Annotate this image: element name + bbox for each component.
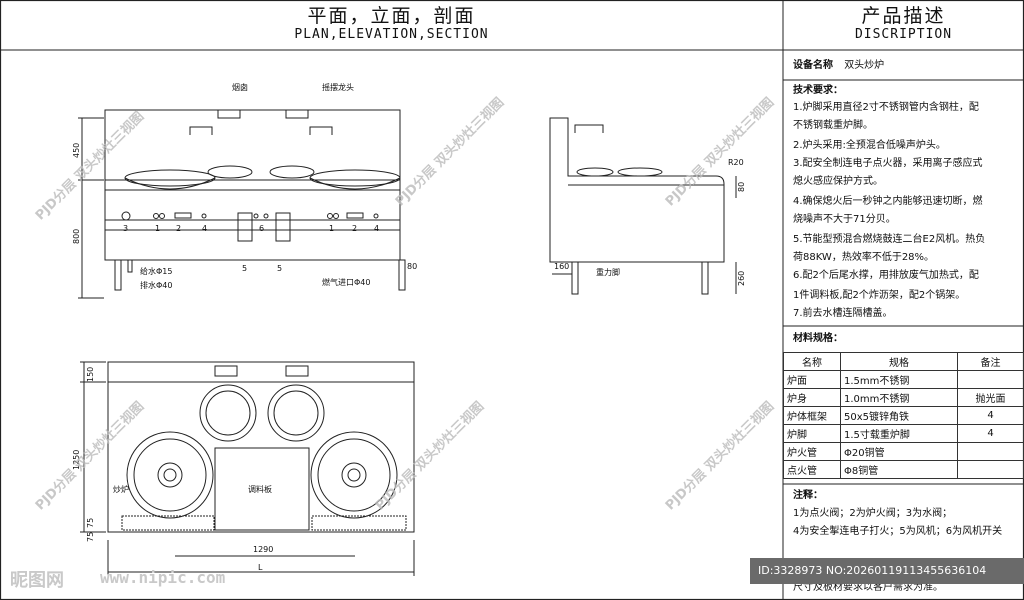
table-cell: 1.5mm不锈钢 <box>840 370 958 389</box>
tech-title: 技术要求： <box>793 85 843 96</box>
dim-450: 450 <box>72 142 81 158</box>
tech-line: 6.配2个后尾水撑，用排放废气加热式，配 <box>793 270 979 281</box>
table-cell: 4 <box>957 424 1024 443</box>
tech-line: 7.前去水槽连隔槽盖。 <box>793 308 893 319</box>
table-cell: 1.0mm不锈钢 <box>840 388 958 407</box>
dim-1290: 1290 <box>253 545 274 554</box>
tech-line: 3.配安全制连电子点火器，采用离子感应式 <box>793 158 983 169</box>
knob-number: 2 <box>176 224 182 233</box>
knob-number: 3 <box>123 224 129 233</box>
device-label: 设备名称 <box>793 60 833 71</box>
site-url: www.nipic.com <box>100 568 226 587</box>
fan-number: 5 <box>277 264 283 273</box>
description-header: 产品描述 DISCRIPTION <box>783 5 1024 43</box>
heavy-foot-label: 重力脚 <box>596 268 620 277</box>
table-cell: 1.5寸载重炉脚 <box>840 424 958 443</box>
table-cell: 炉脚 <box>783 424 841 443</box>
tech-line: 烧噪声不大于71分贝。 <box>793 214 896 225</box>
dim-160: 160 <box>554 262 570 271</box>
knob-number: 2 <box>352 224 358 233</box>
table-cell <box>957 442 1024 461</box>
dim-80-side: 80 <box>737 181 746 192</box>
device-name: 双头炒炉 <box>844 60 885 71</box>
table-cell: 4 <box>957 406 1024 425</box>
tray-label: 调料板 <box>248 485 272 494</box>
table-cell: 炉身 <box>783 388 841 407</box>
dim-75: 75 <box>86 517 95 528</box>
table-cell: 炉面 <box>783 370 841 389</box>
fan-number: 5 <box>242 264 248 273</box>
knob-number: 4 <box>374 224 380 233</box>
dim-260: 260 <box>737 270 746 286</box>
notes-title: 注释： <box>793 490 823 501</box>
knob-number: 6 <box>259 224 265 233</box>
table-cell: Φ20铜管 <box>840 442 958 461</box>
table-cell: 炉体框架 <box>783 406 841 425</box>
dim-80-front: 80 <box>407 262 418 271</box>
wok-label: 炒炉 <box>113 485 129 494</box>
dim-800: 800 <box>72 228 81 244</box>
site-logo: 昵图网 <box>10 570 64 591</box>
table-cell: 点火管 <box>783 460 841 479</box>
table-row: 炉身 1.0mm不锈钢 抛光面 <box>783 388 1024 407</box>
knob-number: 1 <box>155 224 161 233</box>
tech-line: 荷88KW，热效率不低于28%。 <box>793 252 935 263</box>
water-out-label: 排水Φ40 <box>140 281 173 290</box>
tech-line: 1.炉脚采用直径2寸不锈钢管内含钢柱，配 <box>793 102 979 113</box>
table-row: 炉火管 Φ20铜管 <box>783 442 1024 461</box>
table-cell: Φ8铜管 <box>840 460 958 479</box>
table-row: 炉面 1.5mm不锈钢 <box>783 370 1024 389</box>
table-cell <box>957 370 1024 389</box>
tech-line: 1件调料板,配2个炸沥架，配2个锅架。 <box>793 290 966 301</box>
table-cell <box>957 460 1024 479</box>
tech-line: 5.节能型预混合燃烧鼓连二台E2风机。热负 <box>793 234 986 245</box>
device-row: 设备名称 双头炒炉 <box>793 58 884 74</box>
faucet-label: 摇摆龙头 <box>322 83 354 92</box>
plan-header-en: PLAN,ELEVATION,SECTION <box>294 27 489 42</box>
chimney-label: 烟囱 <box>232 83 248 92</box>
table-row: 炉脚 1.5寸载重炉脚 4 <box>783 424 1024 443</box>
note-line: 尺寸及板材要求以客户需求为准。 <box>793 582 943 593</box>
table-row: 炉体框架 50x5镀锌角铁 4 <box>783 406 1024 425</box>
tech-line: 2.炉头采用:全预混合低噪声炉头。 <box>793 140 946 151</box>
table-header-cell: 规格 <box>840 352 958 371</box>
plan-header-cn: 平面，立面，剖面 <box>307 5 476 27</box>
gas-in-label: 燃气进口Φ40 <box>322 278 371 287</box>
note-line: 1为点火阀；2为炉火阀；3为水阀； <box>793 508 953 519</box>
table-cell: 炉火管 <box>783 442 841 461</box>
dim-r20: R20 <box>728 158 744 167</box>
water-in-label: 给水Φ15 <box>140 267 173 276</box>
table-header-cell: 备注 <box>957 352 1024 371</box>
table-row: 点火管 Φ8铜管 <box>783 460 1024 479</box>
tech-line: 熄火感应保护方式。 <box>793 176 883 187</box>
description-panel: 设备名称 双头炒炉 技术要求： 1.炉脚采用直径2寸不锈钢管内含钢柱，配 不锈钢… <box>783 50 1024 600</box>
dim-75: 75 <box>86 531 95 542</box>
materials-title: 材料规格： <box>793 333 843 344</box>
materials-table: 名称 规格 备注 炉面 1.5mm不锈钢 炉身 1.0mm不锈钢 抛光面 炉体框… <box>783 352 1024 479</box>
knob-number: 4 <box>202 224 208 233</box>
note-line: 4为安全掣连电子打火；5为风机；6为风机开关 <box>793 526 1003 537</box>
table-cell: 抛光面 <box>957 388 1024 407</box>
dim-L: L <box>258 563 263 572</box>
image-id-bar: ID:3328973 NO:20260119113455636104 <box>750 558 1024 584</box>
dim-150: 150 <box>86 366 95 382</box>
tech-line: 4.确保熄火后一秒钟之内能够迅速切断，燃 <box>793 196 983 207</box>
table-header-row: 名称 规格 备注 <box>783 352 1024 371</box>
description-header-cn: 产品描述 <box>861 5 946 27</box>
knob-number: 1 <box>329 224 335 233</box>
table-header-cell: 名称 <box>783 352 841 371</box>
table-cell: 50x5镀锌角铁 <box>840 406 958 425</box>
plan-header: 平面，立面，剖面 PLAN,ELEVATION,SECTION <box>0 5 783 43</box>
tech-line: 不锈钢载重炉脚。 <box>793 120 873 131</box>
description-header-en: DISCRIPTION <box>854 27 953 42</box>
